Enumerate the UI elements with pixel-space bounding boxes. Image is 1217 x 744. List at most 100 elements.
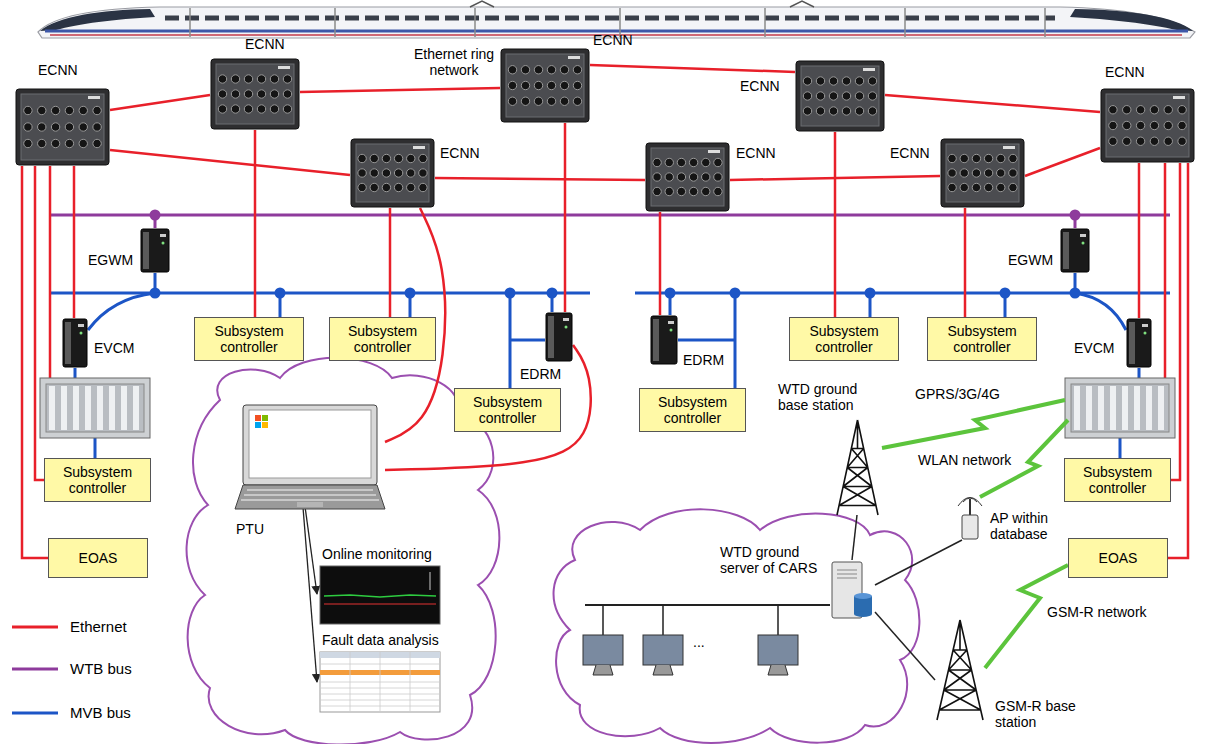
ecnn-switch-icon	[407, 183, 415, 191]
wtb-bus	[150, 210, 161, 221]
ecnn-switch-icon	[677, 187, 685, 195]
ecnn-switch-icon	[646, 143, 729, 211]
ecnn-switch-icon	[645, 142, 730, 212]
ecnn-switch-icon	[689, 173, 697, 181]
subsystem-controller-box: Subsystem controller	[1064, 458, 1171, 502]
ecnn-switch: ECNN	[15, 88, 110, 166]
ethernet-link	[1025, 148, 1100, 176]
ground-lan	[593, 665, 788, 675]
mvb-bus	[75, 368, 1139, 458]
wtb-bus	[50, 210, 1170, 229]
ecnn-switch-icon	[560, 66, 568, 74]
ecnn-switch-icon	[651, 148, 724, 206]
ecnn-switch-icon	[93, 106, 101, 114]
ecnn-switch-icon	[521, 97, 529, 105]
control-unit-icon	[1082, 242, 1085, 245]
control-unit-icon	[1144, 332, 1147, 335]
annotation-label: GPRS/3G/4G	[915, 386, 1000, 402]
ecnn-switch-icon	[231, 105, 239, 113]
ecnn-switch-icon	[997, 169, 1005, 177]
ecnn-switch-icon	[407, 169, 415, 177]
base-station-tower: GSM-R base station	[935, 620, 985, 720]
ecnn-switch-icon	[534, 97, 542, 105]
ecnn-switch-icon	[803, 92, 811, 100]
control-unit-icon	[565, 326, 568, 329]
control-unit-icon	[63, 319, 87, 367]
box-text: Subsystem controller	[646, 394, 739, 426]
legend-entry: Ethernet	[10, 617, 160, 637]
ethernet-link	[73, 166, 76, 318]
link-label: GSM-R network	[1045, 604, 1149, 620]
ptu-laptop-icon	[255, 422, 261, 428]
control-unit: EDRM	[545, 312, 573, 362]
control-unit-icon	[1080, 234, 1086, 237]
ecnn-switch-icon	[79, 139, 87, 147]
ecnn-switch-icon	[1009, 183, 1017, 191]
train-illustration	[1070, 9, 1193, 31]
legend-sample	[10, 617, 60, 637]
ecnn-switch-icon	[568, 56, 580, 59]
ecnn-switch-icon	[283, 75, 291, 83]
train-illustration	[470, 1, 814, 7]
mvb-junction	[1000, 288, 1011, 299]
network-cloud	[187, 358, 500, 744]
legend-sample	[10, 659, 60, 679]
control-unit-icon	[78, 324, 84, 327]
ecnn-switch-icon	[653, 173, 661, 181]
mvb-bus	[155, 273, 1075, 317]
ethernet-link	[834, 132, 837, 317]
subsystem-controller-box: Subsystem controller	[639, 388, 746, 432]
ecnn-switch-icon	[948, 154, 956, 162]
ecnn-switch-icon	[24, 139, 32, 147]
mvb-junction	[150, 288, 1081, 299]
ecnn-switch-icon	[941, 139, 1024, 207]
ground-lan	[585, 604, 830, 606]
ecnn-switch-icon	[816, 107, 824, 115]
ecnn-switch-icon	[508, 81, 516, 89]
base-station-tower-icon	[835, 420, 880, 515]
ecnn-switch-icon	[677, 158, 685, 166]
train-illustration	[40, 9, 155, 31]
ecnn-switch-icon	[79, 106, 87, 114]
ecnn-switch-icon	[1123, 121, 1131, 129]
ecnn-switch-icon	[257, 75, 265, 83]
ecnn-switch-icon	[1101, 89, 1194, 162]
ecnn-switch-icon	[1178, 121, 1186, 129]
ptu-laptop-icon	[243, 405, 377, 485]
device-label: ECNN	[1105, 64, 1145, 80]
control-unit-icon	[650, 315, 678, 365]
mvb-junction	[405, 288, 416, 299]
ecnn-switch-icon	[244, 105, 252, 113]
ground-server-icon	[830, 560, 875, 620]
ecnn-switch-icon	[560, 81, 568, 89]
ecnn-switch-icon	[948, 169, 956, 177]
monitoring-screenshot	[320, 566, 440, 624]
legend-line-sample	[12, 626, 58, 629]
ecnn-switch-icon	[382, 169, 390, 177]
ptu-laptop-icon	[235, 485, 385, 509]
control-unit: EDRM	[650, 315, 678, 365]
device-label: ECNN	[736, 145, 776, 161]
legend-line-sample	[12, 712, 58, 715]
ecnn-switch-icon	[972, 183, 980, 191]
ground-server: WTD ground server of CARS	[830, 560, 875, 620]
device-label: WTD ground base station	[778, 381, 870, 413]
ethernet-link	[389, 208, 392, 317]
ethernet-link	[1138, 163, 1141, 318]
device-label: ECNN	[740, 78, 780, 94]
base-station-tower-icon	[837, 420, 878, 515]
annotation-label: Ethernet ring network	[408, 46, 500, 78]
control-unit-icon	[160, 234, 166, 237]
ecnn-switch-icon	[218, 90, 226, 98]
ecnn-switch: ECNN	[210, 58, 300, 130]
ecnn-switch-icon	[714, 173, 722, 181]
network-cloud	[187, 358, 920, 744]
ecnn-switch-icon	[997, 183, 1005, 191]
ecnn-switch-icon	[65, 106, 73, 114]
ecnn-switch-icon	[231, 90, 239, 98]
ecnn-switch-icon	[855, 77, 863, 85]
ecnn-switch-icon	[547, 81, 555, 89]
ecnn-switch-icon	[560, 97, 568, 105]
device-label: EDRM	[683, 352, 724, 368]
ecnn-switch-icon	[708, 150, 720, 153]
